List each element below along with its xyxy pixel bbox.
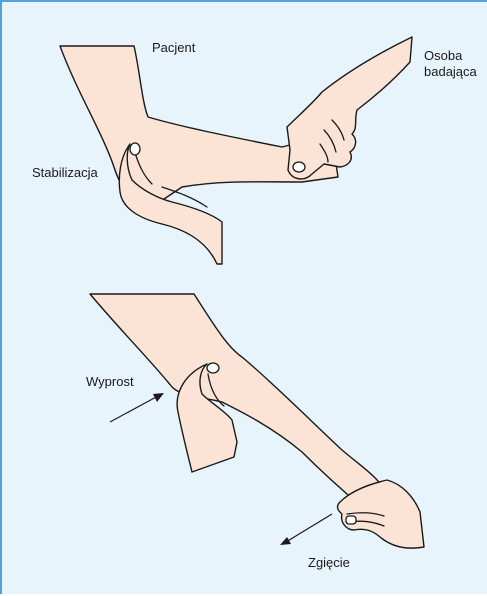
extension-arrow — [110, 393, 164, 422]
top-stabilizing-thumbnail — [130, 143, 140, 155]
top-examiner-hand — [287, 37, 412, 179]
patient-label: Pacjent — [152, 40, 195, 56]
flexion-label: Zgięcie — [308, 555, 350, 571]
bottom-patient-arm — [90, 294, 384, 507]
bottom-stabilizing-thumbnail — [207, 363, 219, 373]
stabilization-label: Stabilizacja — [32, 165, 98, 181]
bottom-examiner-thumbnail — [346, 516, 356, 524]
examiner-label-line2: badająca — [424, 64, 477, 80]
top-arm-illustration — [60, 37, 412, 264]
extension-label: Wyprost — [86, 374, 134, 390]
examiner-label-line1: Osoba — [424, 48, 477, 64]
top-examiner-thumbnail — [293, 162, 305, 172]
flexion-arrow — [280, 514, 332, 545]
examiner-label: Osoba badająca — [424, 48, 477, 80]
bottom-arm-illustration — [90, 294, 424, 548]
